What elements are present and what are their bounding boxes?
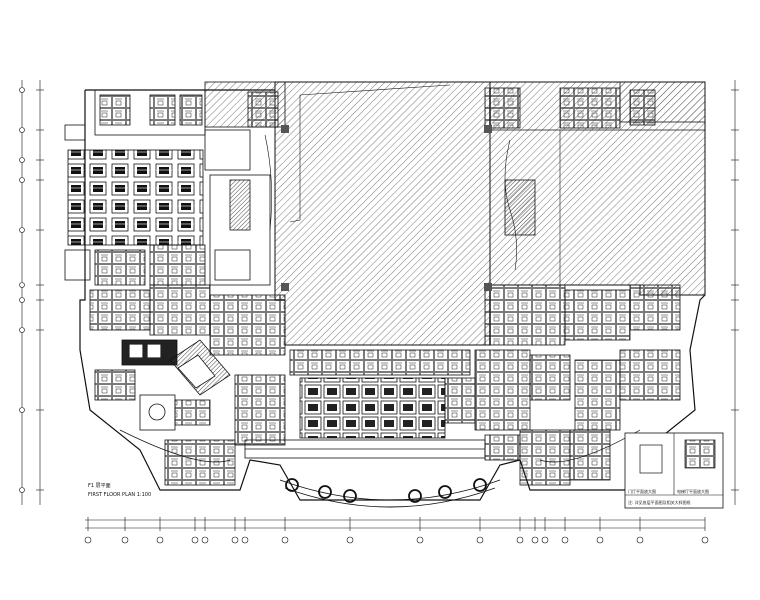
drawing-subtitle: FIRST FLOOR PLAN 1:100 <box>88 492 151 498</box>
center-lower-rooms <box>244 349 486 459</box>
detail-legend-box: 门厅平面放大图 电梯厅平面放大图 注: 详见各层平面图及相关大样图纸 <box>624 432 724 509</box>
structural-columns <box>281 125 492 291</box>
grid-bubble-11 <box>476 536 484 544</box>
grid-bubble-H <box>19 327 25 333</box>
right-lower-rooms <box>474 284 681 486</box>
grid-bubble-3 <box>156 536 164 544</box>
grid-bubble-9 <box>346 536 354 544</box>
grid-bubble-15 <box>561 536 569 544</box>
grid-bubble-14 <box>541 536 549 544</box>
grid-bubble-D <box>19 177 25 183</box>
grid-bubble-K <box>19 487 25 493</box>
left-lower-rooms <box>89 284 286 486</box>
legend-caption-left: 门厅平面放大图 <box>628 488 656 494</box>
grid-bubble-1 <box>84 536 92 544</box>
grid-bubble-13 <box>531 536 539 544</box>
grid-bubbles <box>19 87 709 544</box>
grid-bubble-18 <box>701 536 709 544</box>
dimension-ticks <box>36 89 739 531</box>
grid-bubble-16 <box>596 536 604 544</box>
grid-bubble-6 <box>231 536 239 544</box>
top-right-core <box>247 87 656 236</box>
grid-bubble-8 <box>281 536 289 544</box>
grid-bubble-12 <box>516 536 524 544</box>
grid-bubble-4 <box>191 536 199 544</box>
dimension-lines <box>21 80 736 529</box>
grid-bubble-5 <box>201 536 209 544</box>
grid-bubble-7 <box>241 536 249 544</box>
grid-bubble-C <box>19 157 25 163</box>
legend-caption-right: 电梯厅平面放大图 <box>677 488 709 494</box>
entrance-canopy <box>119 429 641 508</box>
grid-bubble-17 <box>636 536 644 544</box>
grid-bubble-2 <box>121 536 129 544</box>
grid-bubble-E <box>19 227 25 233</box>
legend-footer: 注: 详见各层平面图及相关大样图纸 <box>628 499 691 505</box>
grid-bubble-B <box>19 127 25 133</box>
grid-bubble-A <box>19 87 25 93</box>
grid-bubble-J <box>19 407 25 413</box>
hatched-hall-left <box>274 81 491 346</box>
grid-bubble-F <box>19 282 25 288</box>
grid-bubble-10 <box>416 536 424 544</box>
grid-bubble-G <box>19 297 25 303</box>
left-wing-rooms <box>64 89 271 286</box>
drawing-title: F1 层平面 <box>88 483 111 489</box>
hall-inner-lines <box>264 84 517 271</box>
